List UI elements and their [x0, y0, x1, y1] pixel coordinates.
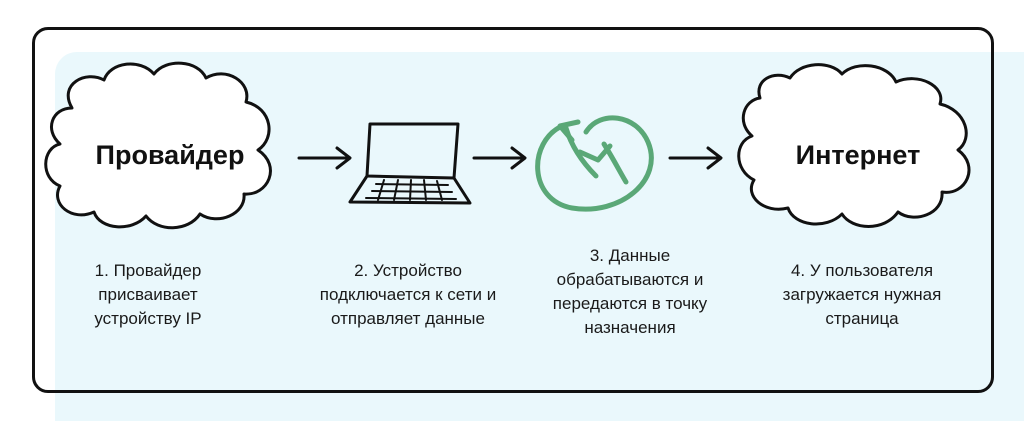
- arrow-right-icon: [668, 146, 723, 170]
- internet-label: Интернет: [795, 140, 921, 170]
- laptop-icon: [348, 122, 472, 205]
- step-1-caption: 1. Провайдер присваивает устройству IP: [94, 261, 202, 328]
- step-3-caption: 3. Данные обрабатываются и передаются в …: [552, 246, 708, 337]
- provider-cloud-icon: [44, 61, 272, 230]
- internet-cloud-icon: [737, 63, 971, 228]
- diagram-frame: [32, 27, 994, 393]
- circular-arrow-icon: [535, 115, 654, 212]
- arrow-right-icon: [297, 146, 352, 170]
- provider-label: Провайдер: [95, 140, 245, 170]
- step-4-caption: 4. У пользователя загружается нужная стр…: [782, 261, 942, 328]
- arrow-right-icon: [472, 146, 527, 170]
- step-2-caption: 2. Устройство подключается к сети и отпр…: [319, 261, 497, 328]
